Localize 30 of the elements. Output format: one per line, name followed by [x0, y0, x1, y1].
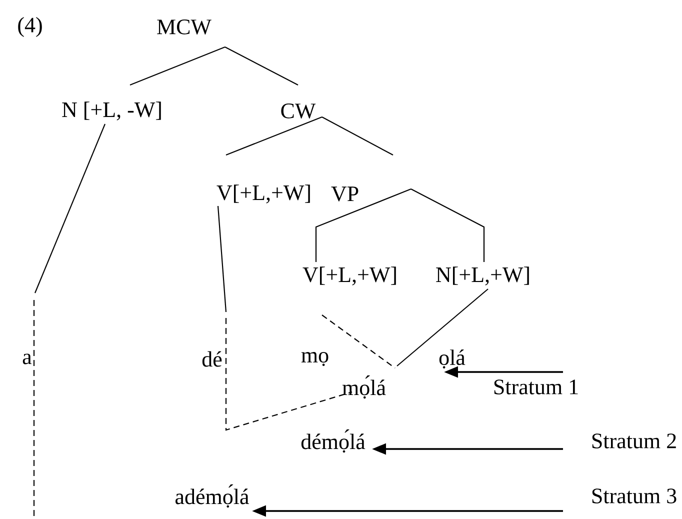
tree-label: Stratum 2 [592, 434, 676, 448]
tree-branch [217, 206, 227, 312]
tree-branch [226, 116, 322, 156]
tree-label: démọ́lá [301, 429, 366, 453]
tree-label: mọ [301, 352, 328, 366]
tree-branch [410, 188, 485, 262]
tree-label: Stratum 1 [494, 380, 578, 394]
tree-branch [34, 124, 106, 294]
tree-label: VP [331, 186, 358, 202]
tree-label: mọ́lá [342, 375, 386, 399]
tree-branch [130, 46, 226, 86]
tree-branch [322, 116, 394, 156]
tree-label: MCW [157, 20, 212, 34]
tree-label: V[+L,+W] [302, 266, 396, 286]
tree-label: adémọ́lá [176, 484, 249, 508]
tree-label: N[+L,+W] [436, 266, 529, 286]
dashed-line [225, 318, 352, 431]
tree-label: a [22, 354, 32, 364]
dashed-line [322, 314, 396, 368]
tree-label: N [+L, -W] [62, 102, 161, 120]
tree-branch [315, 188, 412, 262]
example-number: (4) [18, 17, 42, 37]
dashed-line [33, 300, 35, 519]
tree-label: V[+L,+W] [216, 184, 310, 204]
tree-label: ọlá [439, 350, 466, 368]
tree-branch [224, 46, 298, 86]
tree-label: Stratum 3 [592, 488, 676, 504]
tree-label: CW [281, 104, 316, 118]
tree-label: dé [202, 351, 222, 367]
tree-branch [396, 288, 488, 366]
